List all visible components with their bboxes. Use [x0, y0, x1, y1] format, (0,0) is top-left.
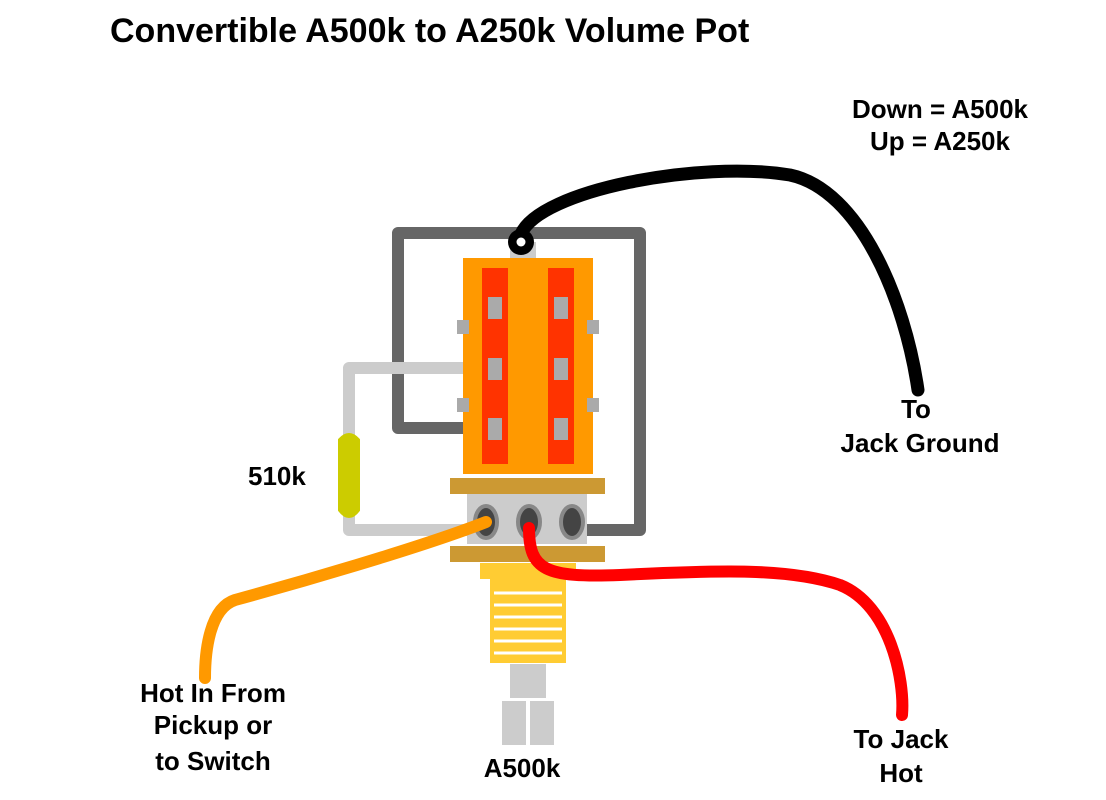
pot-shaft-upper	[510, 664, 546, 698]
hot-in-label-line2: Pickup or	[154, 710, 272, 740]
jack-hot-label-line1: To Jack	[854, 724, 949, 754]
jack-ground-label-line1: To	[901, 394, 931, 424]
pot-mounting-tab-top	[450, 478, 605, 494]
diagram-title: Convertible A500k to A250k Volume Pot	[110, 12, 749, 50]
jack-hot-wire	[523, 522, 909, 721]
hot-in-label-line3: to Switch	[155, 746, 271, 776]
switch-note-down: Down = A500k	[852, 94, 1029, 124]
jack-ground-wire	[514, 164, 925, 397]
ground-solder-hole	[516, 237, 526, 247]
resistor-lead-top	[343, 362, 502, 451]
pot-label: A500k	[484, 753, 561, 783]
hot-in-label-line1: Hot In From	[140, 678, 286, 708]
pot-shaft-left	[502, 701, 526, 745]
switch-note-up: Up = A250k	[870, 126, 1010, 156]
hot-in-wire	[199, 516, 492, 684]
resistor-body	[338, 433, 360, 518]
pot-thread-lines	[494, 591, 562, 655]
switch-side-tabs	[457, 320, 599, 412]
jack-ground-label-line2: Jack Ground	[841, 428, 1000, 458]
switch-contacts	[488, 297, 568, 440]
pot-lug-right	[559, 504, 585, 540]
jack-hot-label-line2: Hot	[879, 758, 923, 788]
resistor-label: 510k	[248, 461, 306, 491]
pot-shaft-right	[530, 701, 554, 745]
